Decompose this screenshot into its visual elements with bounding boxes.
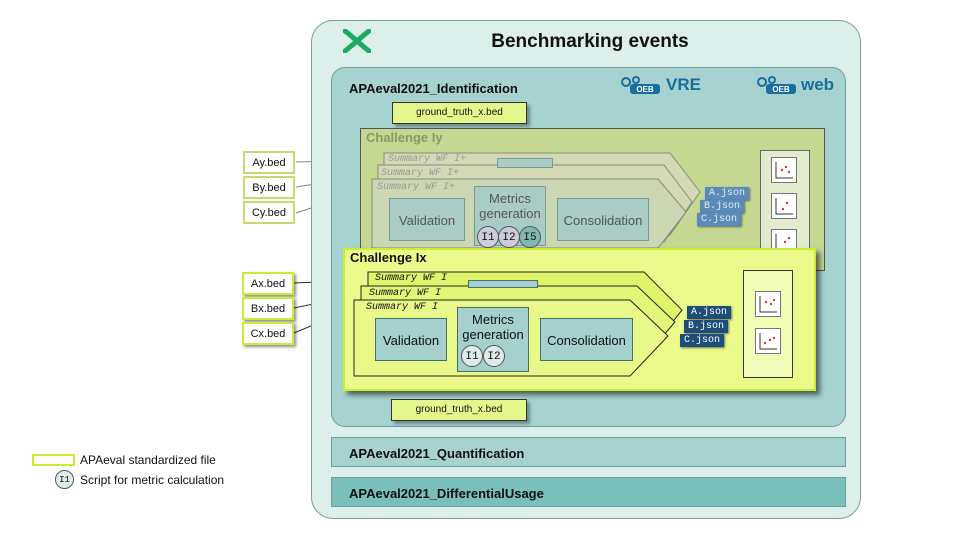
- legend-file-label: APAeval standardized file: [80, 453, 216, 467]
- json-c-x: C.json: [680, 334, 725, 347]
- identification-title: APAeval2021_Identification: [349, 81, 518, 96]
- summary-label-x-1: Summary WF I: [375, 273, 448, 284]
- input-file-cx: Cx.bed: [242, 322, 294, 345]
- metrics-label-line2: generation: [462, 327, 524, 342]
- ground-truth-file-x: ground_truth_x.bed: [391, 399, 527, 421]
- openebench-x-logo-icon: [343, 29, 371, 53]
- script-i1-y: I1: [477, 226, 499, 248]
- script-i1-x: I1: [461, 345, 483, 367]
- script-i2-x: I2: [483, 345, 505, 367]
- input-file-ay: Ay.bed: [243, 151, 295, 174]
- scatter-plot-icon: [771, 193, 797, 219]
- oeb-web-logo[interactable]: OEB web: [756, 72, 841, 102]
- json-b-y: B.json: [700, 200, 745, 213]
- summary-label-y-3: Summary WF I+: [377, 182, 456, 193]
- input-file-ax: Ax.bed: [242, 272, 294, 295]
- oeb-logo-icon: OEB: [621, 76, 660, 94]
- scatter-plot-icon: [771, 157, 797, 183]
- legend-script-symbol: I1: [55, 470, 74, 489]
- input-file-by: By.bed: [243, 176, 295, 199]
- svg-text:OEB: OEB: [636, 85, 654, 94]
- input-file-bx: Bx.bed: [242, 297, 294, 320]
- script-i2-y: I2: [498, 226, 520, 248]
- validation-step-x: Validation: [375, 318, 447, 361]
- oeb-logo-icon: OEB: [757, 76, 796, 94]
- challenge-x-title: Challenge Ix: [350, 250, 427, 265]
- differential-usage-event[interactable]: APAeval2021_DifferentialUsage: [331, 477, 846, 507]
- json-a-x: A.json: [687, 306, 732, 319]
- legend-file-swatch: [32, 454, 75, 466]
- json-a-y: A.json: [705, 187, 750, 200]
- stacked-metrics-box-x: [468, 280, 538, 288]
- summary-label-x-3: Summary WF I: [366, 302, 439, 313]
- input-file-cy: Cy.bed: [243, 201, 295, 224]
- web-label: web: [801, 75, 835, 94]
- challenge-y-title: Challenge Iy: [366, 130, 443, 145]
- summary-label-x-2: Summary WF I: [369, 288, 442, 299]
- summary-label-y-2: Summary WF I+: [381, 168, 460, 179]
- metrics-label-line2: generation: [479, 206, 541, 221]
- summary-label-y-1: Summary WF I+: [388, 154, 467, 165]
- oeb-vre-logo[interactable]: OEB VRE: [620, 72, 701, 102]
- json-b-x: B.json: [684, 320, 729, 333]
- metrics-label-line1: Metrics: [489, 191, 531, 206]
- challenge-x-results-panel: [743, 270, 793, 378]
- vre-label: VRE: [666, 75, 701, 94]
- validation-step-y: Validation: [389, 198, 465, 241]
- metrics-label-line1: Metrics: [472, 312, 514, 327]
- svg-text:OEB: OEB: [772, 85, 790, 94]
- page-title: Benchmarking events: [491, 31, 689, 52]
- quantification-event[interactable]: APAeval2021_Quantification: [331, 437, 846, 467]
- scatter-plot-icon: [755, 328, 781, 354]
- consolidation-step-x: Consolidation: [540, 318, 633, 361]
- scatter-plot-icon: [755, 291, 781, 317]
- ground-truth-file-y: ground_truth_x.bed: [392, 102, 527, 124]
- stacked-metrics-box-y: [497, 158, 553, 168]
- script-i5-y: I5: [519, 226, 541, 248]
- legend-script-label: Script for metric calculation: [80, 473, 225, 487]
- consolidation-step-y: Consolidation: [557, 198, 649, 241]
- json-c-y: C.json: [697, 213, 742, 226]
